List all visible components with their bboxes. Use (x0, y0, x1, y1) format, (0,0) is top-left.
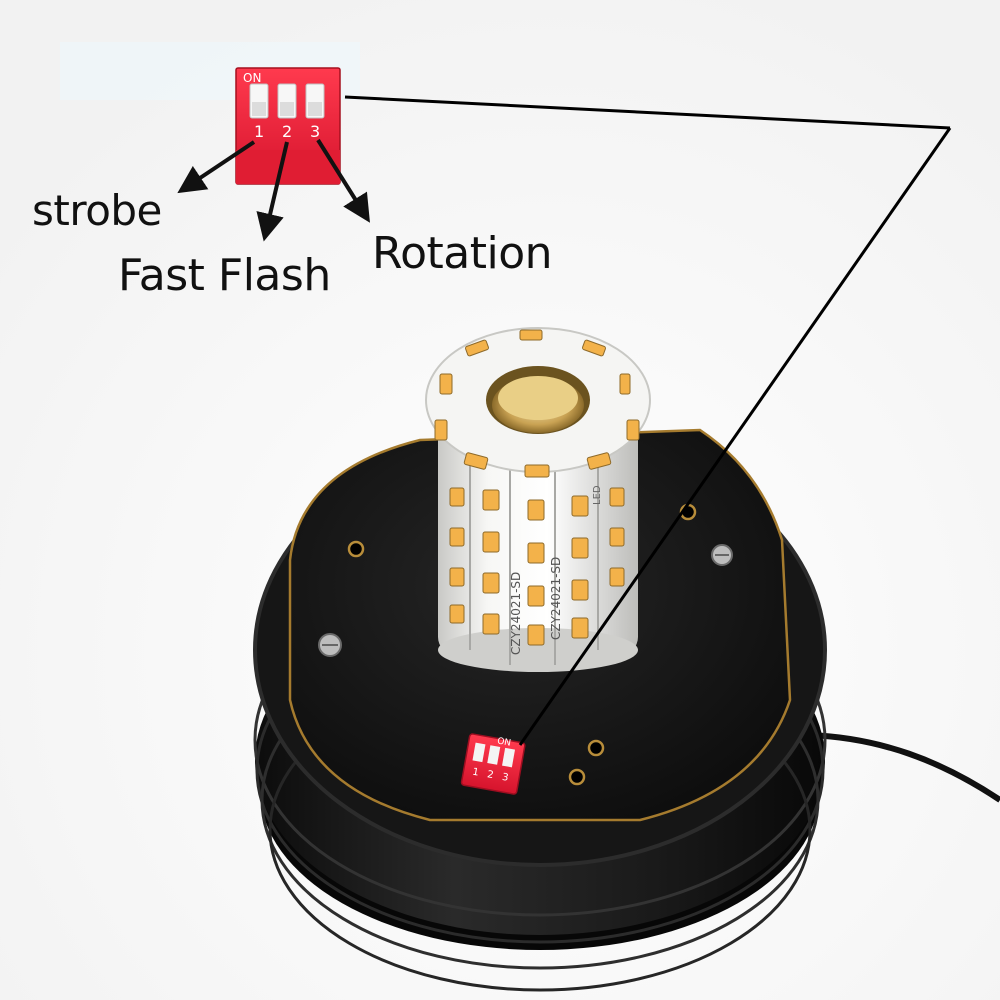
dip-switch-icon: ON 1 2 3 (235, 67, 341, 185)
dip-number-3: 3 (310, 122, 320, 141)
dip-number-2: 2 (282, 122, 292, 141)
led-column: CZY24021-SD CZY24021-SD LED (425, 327, 651, 672)
rotation-label: Rotation (372, 228, 553, 279)
fast-flash-label: Fast Flash (118, 250, 331, 301)
strip-part-code: CZY24021-SD (549, 557, 563, 640)
dip-number-2: 2 (486, 769, 494, 781)
arrow-icon (316, 138, 370, 223)
dip-number-1: 1 (254, 122, 264, 141)
power-cable (809, 732, 1000, 803)
dip-on-label: ON (243, 71, 261, 85)
arrow-icon (256, 141, 289, 242)
strip-part-code: CZY24021-SD (509, 572, 523, 655)
dip-number-3: 3 (501, 772, 509, 784)
strobe-label: strobe (32, 186, 162, 235)
dip-number-1: 1 (472, 767, 480, 779)
arrow-icon (177, 140, 256, 194)
onboard-dip-switch: ON 1 2 3 (460, 733, 526, 795)
strip-led-tag: LED (592, 485, 603, 505)
dip-on-label: ON (496, 736, 511, 748)
callout-leader-lines (344, 95, 952, 746)
